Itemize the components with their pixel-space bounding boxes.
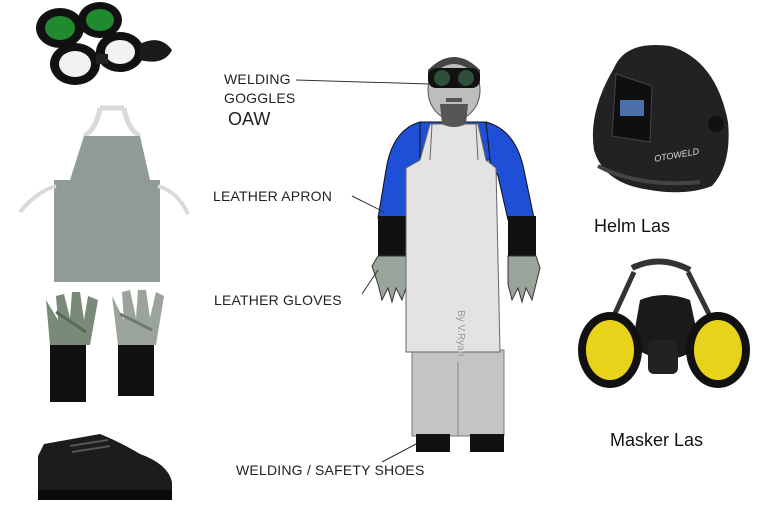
goggles-label-line2: GOGGLES (224, 90, 295, 106)
shoes-label: WELDING / SAFETY SHOES (236, 462, 425, 478)
credit-watermark: By V.Ryan (455, 310, 466, 356)
right-glove (508, 256, 540, 302)
helmet-label: Helm Las (594, 216, 670, 237)
gloves-label: LEATHER GLOVES (214, 292, 342, 308)
safety-shoe-icon (38, 434, 172, 500)
goggles-label-line1: WELDING (224, 71, 291, 87)
welder-figure (372, 57, 540, 452)
leather-apron-icon (20, 108, 188, 282)
mask-label: Masker Las (610, 430, 703, 451)
leather-gloves-icon (46, 290, 164, 402)
left-shoe (416, 434, 450, 452)
apron-label: LEATHER APRON (213, 188, 332, 204)
right-cuff (508, 216, 536, 256)
welding-goggles-icon (36, 2, 172, 85)
left-cuff (378, 216, 406, 256)
left-glove (372, 256, 408, 302)
respirator-mask-icon (578, 261, 750, 388)
right-shoe (470, 434, 504, 452)
goggles-label-sub: OAW (228, 109, 270, 130)
apron (406, 124, 500, 352)
welding-helmet-icon (593, 45, 729, 192)
